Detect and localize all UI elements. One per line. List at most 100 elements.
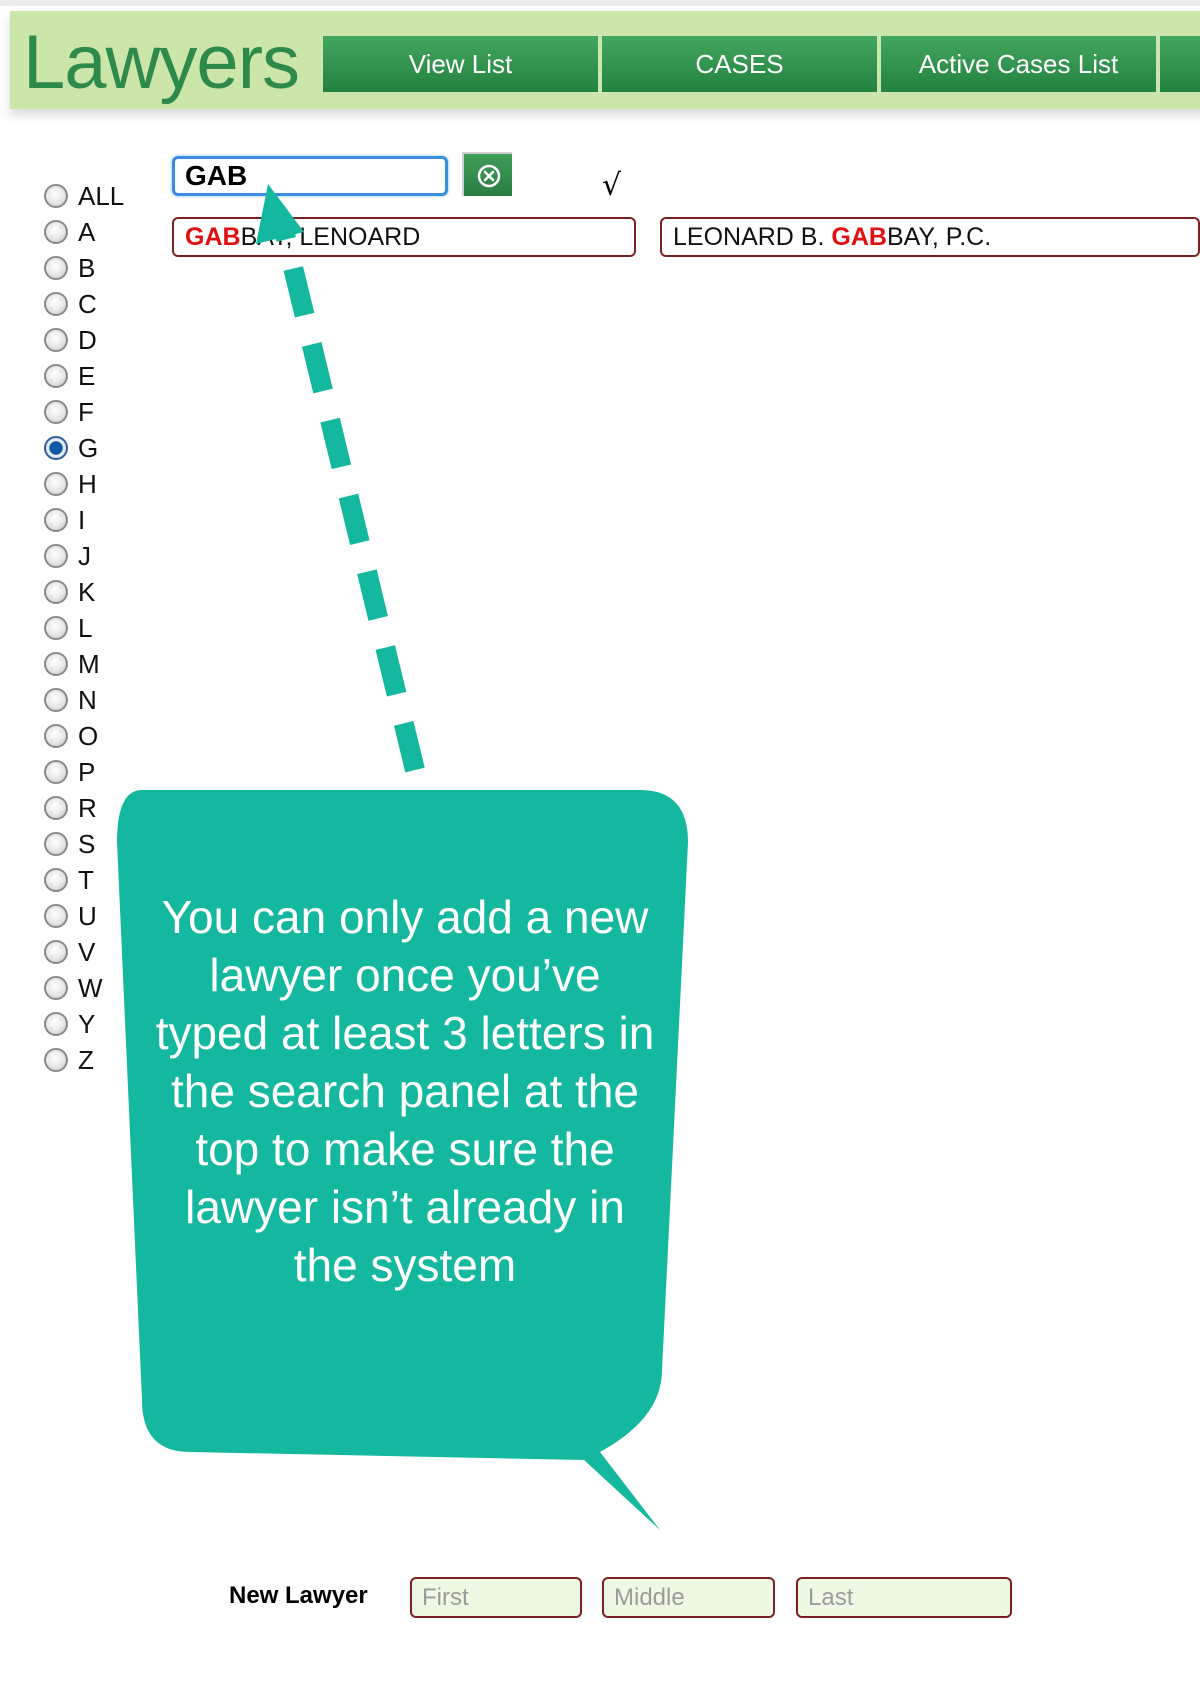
nav-active-cases-list-button[interactable]: Active Cases List (880, 35, 1157, 93)
letter-label: D (78, 325, 97, 355)
letter-option-e[interactable]: E (44, 360, 164, 396)
letter-label: Z (78, 1045, 94, 1075)
letter-radio[interactable] (44, 724, 68, 748)
letter-option-t[interactable]: T (44, 864, 164, 900)
letter-option-g[interactable]: G (44, 432, 164, 468)
callout-text: You can only add a new lawyer once you’v… (155, 891, 655, 1291)
letter-radio[interactable] (44, 580, 68, 604)
letter-radio[interactable] (44, 256, 68, 280)
letter-option-l[interactable]: L (44, 612, 164, 648)
top-border (0, 0, 1200, 6)
letter-option-c[interactable]: C (44, 288, 164, 324)
letter-label: P (78, 757, 96, 787)
letter-label: L (78, 613, 93, 643)
letter-option-n[interactable]: N (44, 684, 164, 720)
app-header: Lawyers View List CASES Active Cases Lis… (10, 11, 1200, 109)
callout-arrow-line (272, 219, 425, 773)
clear-x-icon (477, 164, 501, 188)
letter-radio[interactable] (44, 832, 68, 856)
letter-option-i[interactable]: I (44, 504, 164, 540)
letter-label: E (78, 361, 96, 391)
letter-radio[interactable] (44, 328, 68, 352)
letter-option-f[interactable]: F (44, 396, 164, 432)
letter-label: S (78, 829, 96, 859)
letter-option-p[interactable]: P (44, 756, 164, 792)
letter-radio[interactable] (44, 184, 68, 208)
callout-bubble (117, 790, 688, 1530)
letter-option-k[interactable]: K (44, 576, 164, 612)
result-name-rest: BAY, P.C. (886, 223, 992, 251)
letter-radio[interactable] (44, 652, 68, 676)
letter-option-h[interactable]: H (44, 468, 164, 504)
result-match-highlight: GAB (831, 223, 887, 251)
clear-search-button[interactable] (462, 152, 512, 196)
search-input[interactable] (172, 156, 448, 196)
letter-label: I (78, 505, 86, 535)
letter-label: K (78, 577, 96, 607)
letter-radio[interactable] (44, 436, 68, 460)
middle-name-field[interactable] (602, 1577, 775, 1618)
nav-cases-button[interactable]: CASES (601, 35, 878, 93)
letter-radio[interactable] (44, 1048, 68, 1072)
first-name-field[interactable] (410, 1577, 582, 1618)
letter-radio[interactable] (44, 364, 68, 388)
letter-label: F (78, 397, 94, 427)
letter-option-d[interactable]: D (44, 324, 164, 360)
letter-label: B (78, 253, 96, 283)
letter-radio[interactable] (44, 940, 68, 964)
search-result-item[interactable]: LEONARD B. GABBAY, P.C. (660, 217, 1200, 257)
letter-radio[interactable] (44, 868, 68, 892)
letter-label: G (78, 433, 99, 463)
check-mark: √ (602, 168, 622, 203)
result-prefix: LEONARD B. (673, 223, 832, 251)
letter-label: A (78, 217, 96, 247)
letter-radio[interactable] (44, 904, 68, 928)
letter-label: J (78, 541, 91, 571)
letter-option-z[interactable]: Z (44, 1044, 164, 1080)
letter-label: N (78, 685, 97, 715)
letter-option-s[interactable]: S (44, 828, 164, 864)
letter-option-v[interactable]: V (44, 936, 164, 972)
letter-option-o[interactable]: O (44, 720, 164, 756)
letter-label: U (78, 901, 97, 931)
letter-radio[interactable] (44, 1012, 68, 1036)
letter-option-a[interactable]: A (44, 216, 164, 252)
letter-option-b[interactable]: B (44, 252, 164, 288)
letter-label: Y (78, 1009, 96, 1039)
letter-label: W (78, 973, 103, 1003)
letter-label: M (78, 649, 100, 679)
search-box (172, 156, 448, 196)
new-lawyer-label: New Lawyer (229, 1582, 368, 1609)
letter-label: V (78, 937, 96, 967)
letter-option-all[interactable]: ALL (44, 180, 164, 216)
letter-radio[interactable] (44, 688, 68, 712)
letter-option-y[interactable]: Y (44, 1008, 164, 1044)
letter-option-r[interactable]: R (44, 792, 164, 828)
letter-label: O (78, 721, 99, 751)
letter-radio[interactable] (44, 292, 68, 316)
letter-radio[interactable] (44, 616, 68, 640)
letter-label: T (78, 865, 94, 895)
letter-radio[interactable] (44, 544, 68, 568)
letter-option-w[interactable]: W (44, 972, 164, 1008)
letter-radio[interactable] (44, 760, 68, 784)
letter-radio[interactable] (44, 220, 68, 244)
nav-view-list-button[interactable]: View List (322, 35, 599, 93)
letter-radio[interactable] (44, 796, 68, 820)
letter-option-u[interactable]: U (44, 900, 164, 936)
app-title: Lawyers (23, 20, 300, 105)
letter-radio[interactable] (44, 508, 68, 532)
letter-label: C (78, 289, 97, 319)
letter-radio[interactable] (44, 400, 68, 424)
result-match-highlight: GAB (185, 223, 241, 251)
last-name-field[interactable] (796, 1577, 1012, 1618)
callout-arrowhead-icon (256, 184, 304, 244)
letter-option-j[interactable]: J (44, 540, 164, 576)
letter-radio[interactable] (44, 472, 68, 496)
letter-label: H (78, 469, 97, 499)
letter-radio[interactable] (44, 976, 68, 1000)
nav-more-button[interactable] (1159, 35, 1200, 93)
letter-option-m[interactable]: M (44, 648, 164, 684)
